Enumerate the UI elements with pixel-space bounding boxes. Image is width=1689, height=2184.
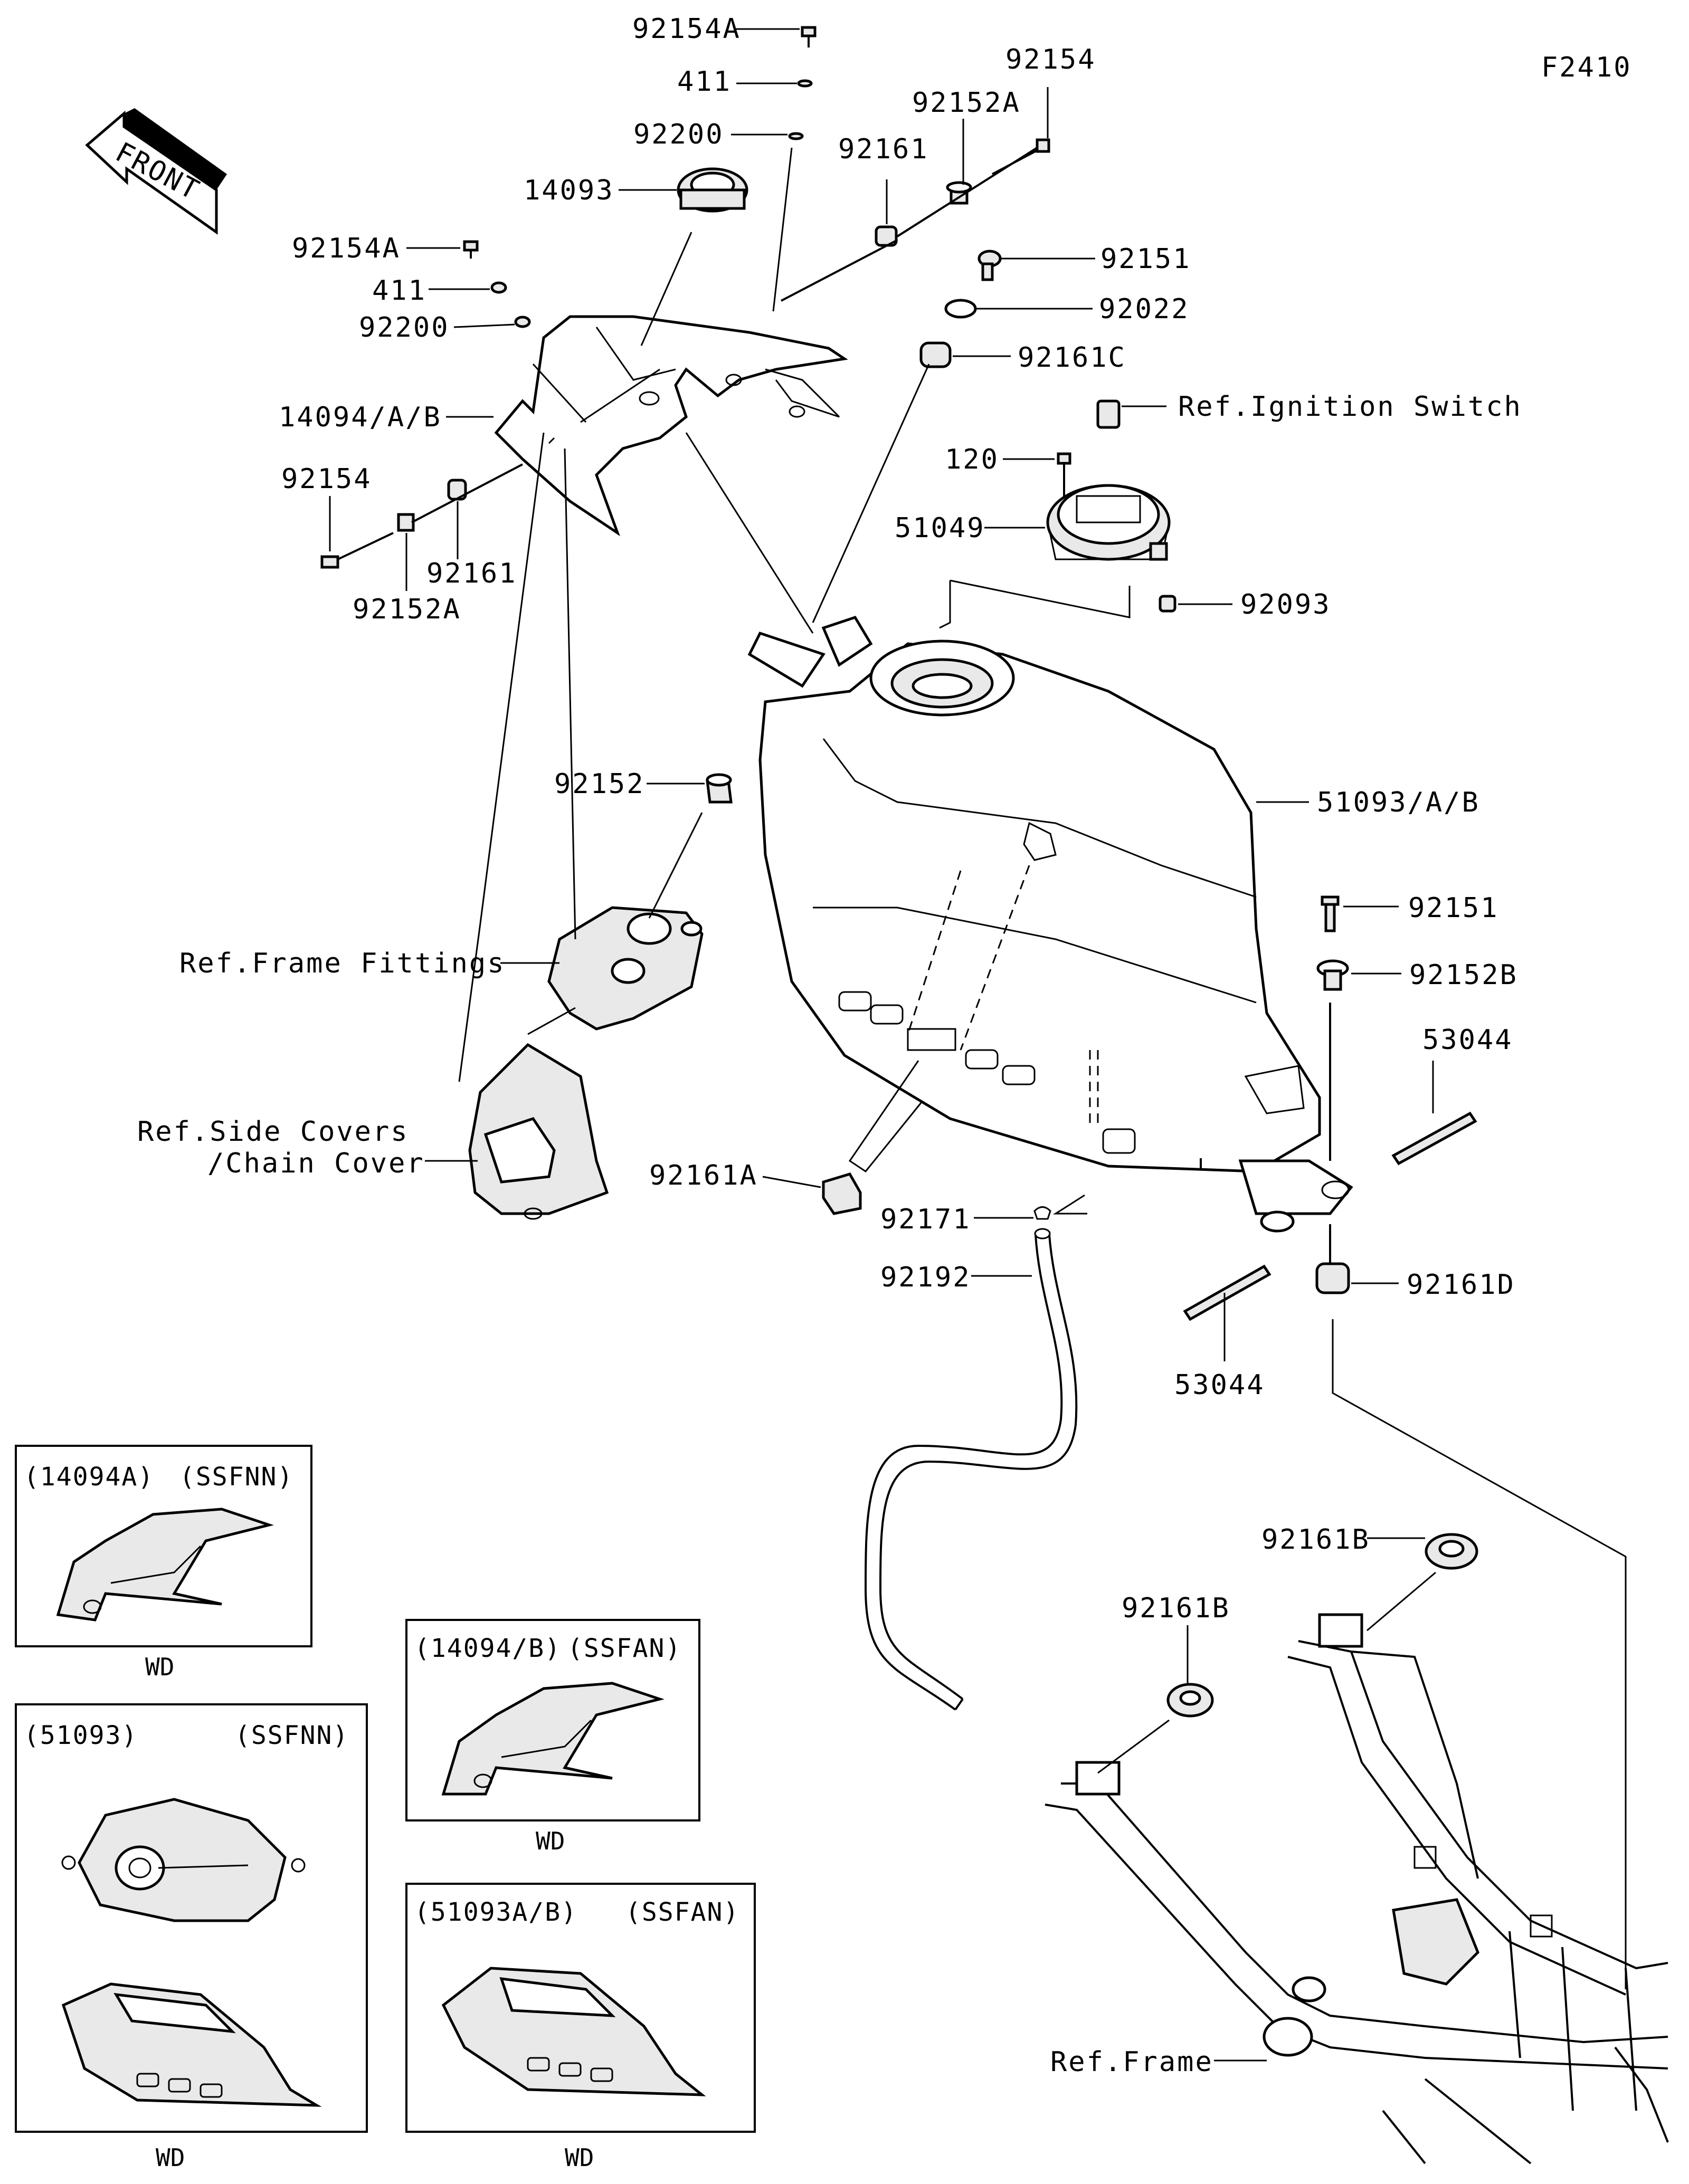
inset-14094A-code: (14094A) [24, 1462, 154, 1492]
rod-53044-right-icon [1391, 1111, 1477, 1166]
clamp-92171-icon [1033, 1206, 1051, 1220]
bolt-92151-right-icon [1321, 895, 1340, 932]
washer-92022-icon [944, 299, 977, 319]
inset-14094B-variant: (SSFAN) [567, 1634, 681, 1663]
label-14094: 14094/A/B [279, 402, 442, 433]
inset-51093AB-caption: WD [565, 2143, 594, 2172]
inset-14094B: (14094/B) (SSFAN) WD [405, 1619, 700, 1855]
inset-51093-caption: WD [156, 2143, 185, 2172]
collar-92152-icon [706, 773, 733, 804]
inset-14094A: (14094A) (SSFNN) WD [15, 1445, 312, 1681]
vehicle-frame [1045, 1613, 1669, 2164]
hose-92192 [864, 1228, 1078, 1711]
label-53044-low: 53044 [1174, 1369, 1265, 1401]
label-92154-top: 92154 [1005, 44, 1096, 75]
label-92161D: 92161D [1407, 1269, 1515, 1301]
label-92161B-mid: 92161B [1122, 1592, 1230, 1624]
label-ref-frame: Ref.Frame [1050, 2046, 1213, 2078]
label-92151-top: 92151 [1100, 243, 1191, 275]
label-92154A-top: 92154A [632, 13, 741, 45]
ignition-bolt-icon [1096, 399, 1121, 429]
bolt-92154-left-icon [320, 532, 394, 569]
collar-92152A-top-icon [946, 181, 972, 205]
bolt-120-icon [1057, 452, 1071, 501]
inset-51093-code: (51093) [24, 1721, 138, 1750]
grommet-411-left-icon [490, 281, 507, 294]
inset-51093AB-code: (51093A/B) [414, 1897, 577, 1927]
grommet-92161D-icon [1315, 1262, 1350, 1294]
rod-53044-low-icon [1183, 1264, 1272, 1321]
fuel-tank-cover [494, 315, 848, 537]
collar-92200-top-icon [788, 132, 804, 140]
label-92154-left: 92154 [281, 463, 372, 495]
inset-14094B-caption: WD [536, 1827, 565, 1855]
label-92200-left: 92200 [359, 312, 450, 344]
frame-fittings [547, 906, 704, 1031]
grommet-411-top-icon [797, 79, 813, 88]
side-covers [468, 1043, 609, 1220]
inset-51093-variant: (SSFNN) [235, 1721, 349, 1750]
label-92161-top: 92161 [838, 133, 929, 165]
bolt-92154-top-icon [992, 138, 1050, 175]
fuel-cap-51049 [1046, 484, 1171, 561]
figure-code: F2410 [1541, 52, 1632, 83]
label-51093: 51093/A/B [1317, 787, 1480, 818]
label-14093: 14093 [524, 175, 614, 206]
label-411-left: 411 [372, 275, 426, 307]
label-92152: 92152 [554, 768, 645, 800]
grommet-92161B-right-icon [1425, 1533, 1478, 1570]
grommet-92161B-mid-icon [1166, 1683, 1214, 1718]
label-92022: 92022 [1099, 293, 1190, 325]
label-411-top: 411 [677, 66, 732, 98]
label-92161-left: 92161 [426, 558, 517, 589]
collar-92152B-icon [1316, 959, 1349, 991]
grommet-92093-icon [1159, 595, 1176, 613]
cap-ring [677, 167, 748, 213]
front-arrow-icon: FRONT [85, 108, 227, 235]
label-92152A-left: 92152A [353, 594, 461, 625]
label-ref-ignition-switch: Ref.Ignition Switch [1178, 391, 1522, 423]
label-92161B-right: 92161B [1261, 1524, 1370, 1556]
label-120: 120 [945, 444, 999, 475]
inset-14094A-variant: (SSFNN) [179, 1462, 293, 1492]
label-92200-top: 92200 [633, 119, 724, 150]
label-53044-right: 53044 [1422, 1024, 1513, 1056]
label-ref-chain-cover: /Chain Cover [207, 1148, 425, 1179]
fuel-tank [747, 615, 1353, 1233]
inset-51093: (51093) (SSFNN) WD [15, 1703, 368, 2172]
collar-92152A-left-icon [397, 513, 415, 532]
label-92093: 92093 [1240, 589, 1331, 621]
label-92151-right: 92151 [1408, 892, 1499, 924]
label-51049: 51049 [895, 512, 985, 544]
inset-51093AB: (51093A/B) (SSFAN) WD [405, 1883, 756, 2172]
label-92161A: 92161A [649, 1160, 758, 1191]
label-92192: 92192 [880, 1262, 971, 1293]
label-ref-side-covers: Ref.Side Covers [137, 1116, 409, 1148]
label-92152A-top: 92152A [912, 87, 1021, 119]
collar-92200-left-icon [514, 316, 531, 328]
grommet-92161C-icon [919, 341, 952, 368]
label-92171: 92171 [880, 1204, 971, 1235]
bolt-92154A-top-icon [801, 26, 817, 47]
pad-92161A-icon [822, 1172, 862, 1215]
label-92154A-left: 92154A [292, 233, 401, 264]
label-92152B: 92152B [1409, 959, 1518, 991]
inset-14094A-caption: WD [145, 1653, 174, 1681]
bolt-92151-top-icon [978, 250, 1002, 281]
inset-51093AB-variant: (SSFAN) [625, 1897, 739, 1927]
inset-14094B-code: (14094/B) [414, 1634, 561, 1663]
label-92161C: 92161C [1018, 342, 1126, 374]
bolt-92154A-left-icon [463, 240, 479, 259]
label-ref-frame-fittings: Ref.Frame Fittings [179, 948, 506, 979]
